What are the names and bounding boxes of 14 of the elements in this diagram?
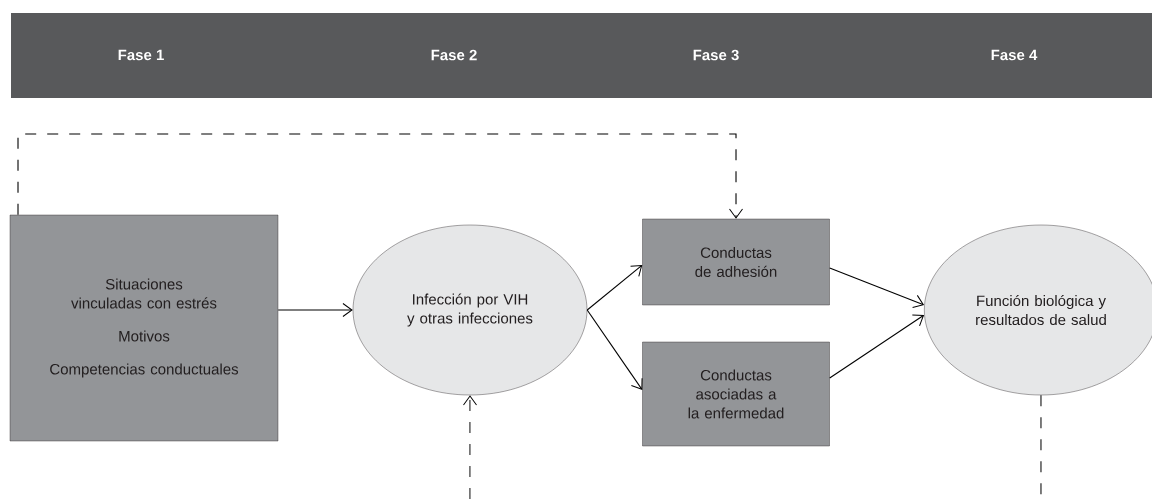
phase-label: Fase 2 — [431, 49, 477, 61]
phase-label: Fase 4 — [991, 49, 1038, 61]
process-box: Conductas de adhesión — [642, 218, 830, 306]
arrow — [463, 395, 477, 499]
process-box: Conductas asociadas a la enfermedad — [642, 341, 830, 447]
process-box: Situaciones vinculadas con estrés Motivos Competencias conductuales — [9, 214, 279, 442]
arrow — [829, 267, 924, 308]
phase-label: Fase 3 — [693, 49, 739, 61]
arrow — [17, 133, 743, 219]
arrow — [586, 309, 643, 390]
arrow — [829, 314, 924, 379]
arrow — [277, 303, 353, 317]
arrow — [586, 265, 643, 311]
phase-label: Fase 1 — [118, 49, 164, 61]
